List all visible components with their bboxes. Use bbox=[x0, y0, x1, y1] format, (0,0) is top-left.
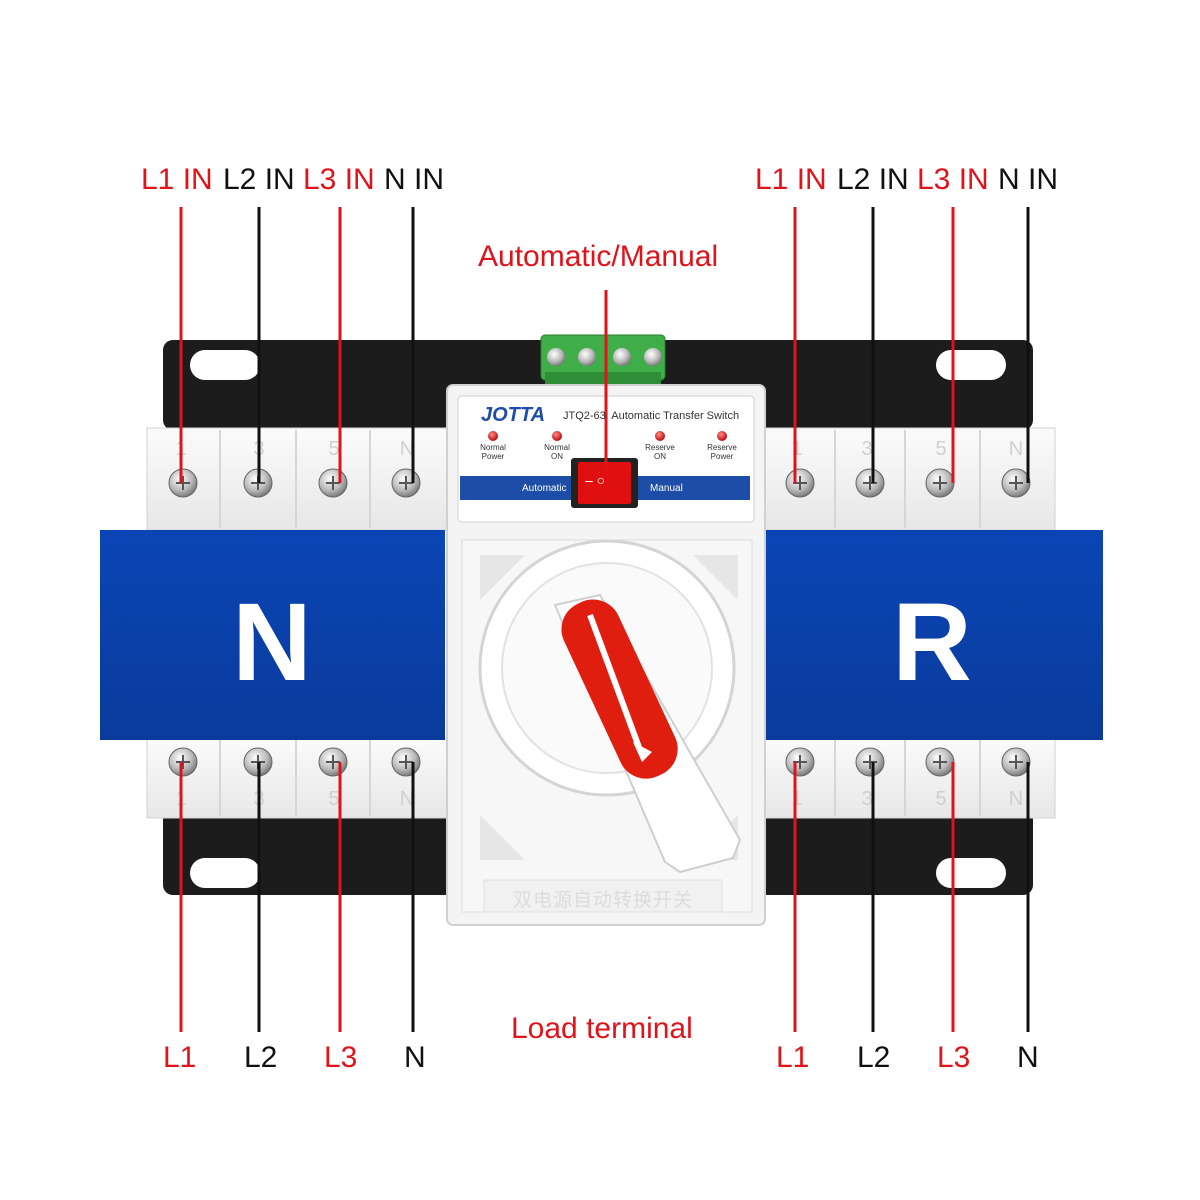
label-left-l1-load: L1 bbox=[163, 1041, 197, 1074]
label-right-l3-load: L3 bbox=[937, 1041, 971, 1074]
breaker-n-letter: N bbox=[232, 581, 311, 704]
label-left-l1-in: L1 IN bbox=[141, 163, 213, 196]
mode-manual-label: Manual bbox=[650, 483, 683, 494]
terminal-number: N bbox=[400, 438, 414, 460]
embossed-chinese-text: 双电源自动转换开关 bbox=[512, 890, 693, 911]
terminal-number: 1 bbox=[791, 788, 802, 810]
terminal-screw-icon bbox=[318, 747, 348, 777]
breaker-n-block bbox=[100, 530, 445, 740]
terminal-screw-icon bbox=[168, 747, 198, 777]
terminal-number: 5 bbox=[935, 788, 946, 810]
breaker-r-letter: R bbox=[892, 581, 971, 704]
control-module bbox=[446, 384, 766, 926]
label-right-n-in: N IN bbox=[998, 163, 1058, 196]
terminal-screw-icon bbox=[1001, 747, 1031, 777]
rocker-switch-symbols[interactable]: – ○ bbox=[585, 472, 606, 488]
terminal-screw-icon bbox=[925, 747, 955, 777]
label-left-l2-in: L2 IN bbox=[223, 163, 295, 196]
automatic-manual-label: Automatic/Manual bbox=[478, 240, 719, 273]
label-right-l1-in: L1 IN bbox=[755, 163, 827, 196]
terminal-screw-icon bbox=[318, 468, 348, 498]
terminal-screw-icon bbox=[855, 468, 885, 498]
auto-manual-rocker-switch bbox=[571, 458, 638, 508]
terminal-number: 5 bbox=[328, 788, 339, 810]
terminal-screw-icon bbox=[391, 468, 421, 498]
terminal-number: 3 bbox=[861, 788, 872, 810]
label-left-l3-in: L3 IN bbox=[303, 163, 375, 196]
label-right-l2-in: L2 IN bbox=[837, 163, 909, 196]
panel-brand-logo: JOTTA bbox=[481, 404, 546, 426]
terminal-number: N bbox=[1009, 788, 1023, 810]
terminal-number: 1 bbox=[791, 438, 802, 460]
terminal-screw-icon bbox=[168, 468, 198, 498]
mode-automatic-label: Automatic bbox=[522, 483, 567, 494]
load-terminal-label: Load terminal bbox=[511, 1012, 693, 1045]
label-left-n-in: N IN bbox=[384, 163, 444, 196]
terminal-screw-icon bbox=[1001, 468, 1031, 498]
label-left-l3-load: L3 bbox=[324, 1041, 358, 1074]
terminal-number: N bbox=[1009, 438, 1023, 460]
terminal-number: N bbox=[400, 788, 414, 810]
terminal-screw-icon bbox=[925, 468, 955, 498]
label-right-n-load: N bbox=[1017, 1041, 1039, 1074]
label-right-l1-load: L1 bbox=[776, 1041, 810, 1074]
label-right-l3-in: L3 IN bbox=[917, 163, 989, 196]
breaker-r-block bbox=[765, 530, 1103, 740]
panel-model-text: JTQ2-63 Automatic Transfer Switch bbox=[563, 410, 740, 422]
terminal-screw-icon bbox=[855, 747, 885, 777]
label-left-n-load: N bbox=[404, 1041, 426, 1074]
terminal-screw-icon bbox=[785, 747, 815, 777]
terminal-number: 3 bbox=[861, 438, 872, 460]
label-right-l2-load: L2 bbox=[857, 1041, 891, 1074]
terminal-number: 5 bbox=[935, 438, 946, 460]
terminal-screw-icon bbox=[785, 468, 815, 498]
label-left-l2-load: L2 bbox=[244, 1041, 278, 1074]
terminal-number: 5 bbox=[328, 438, 339, 460]
terminal-screw-icon bbox=[391, 747, 421, 777]
green-terminal-connector bbox=[540, 334, 666, 384]
